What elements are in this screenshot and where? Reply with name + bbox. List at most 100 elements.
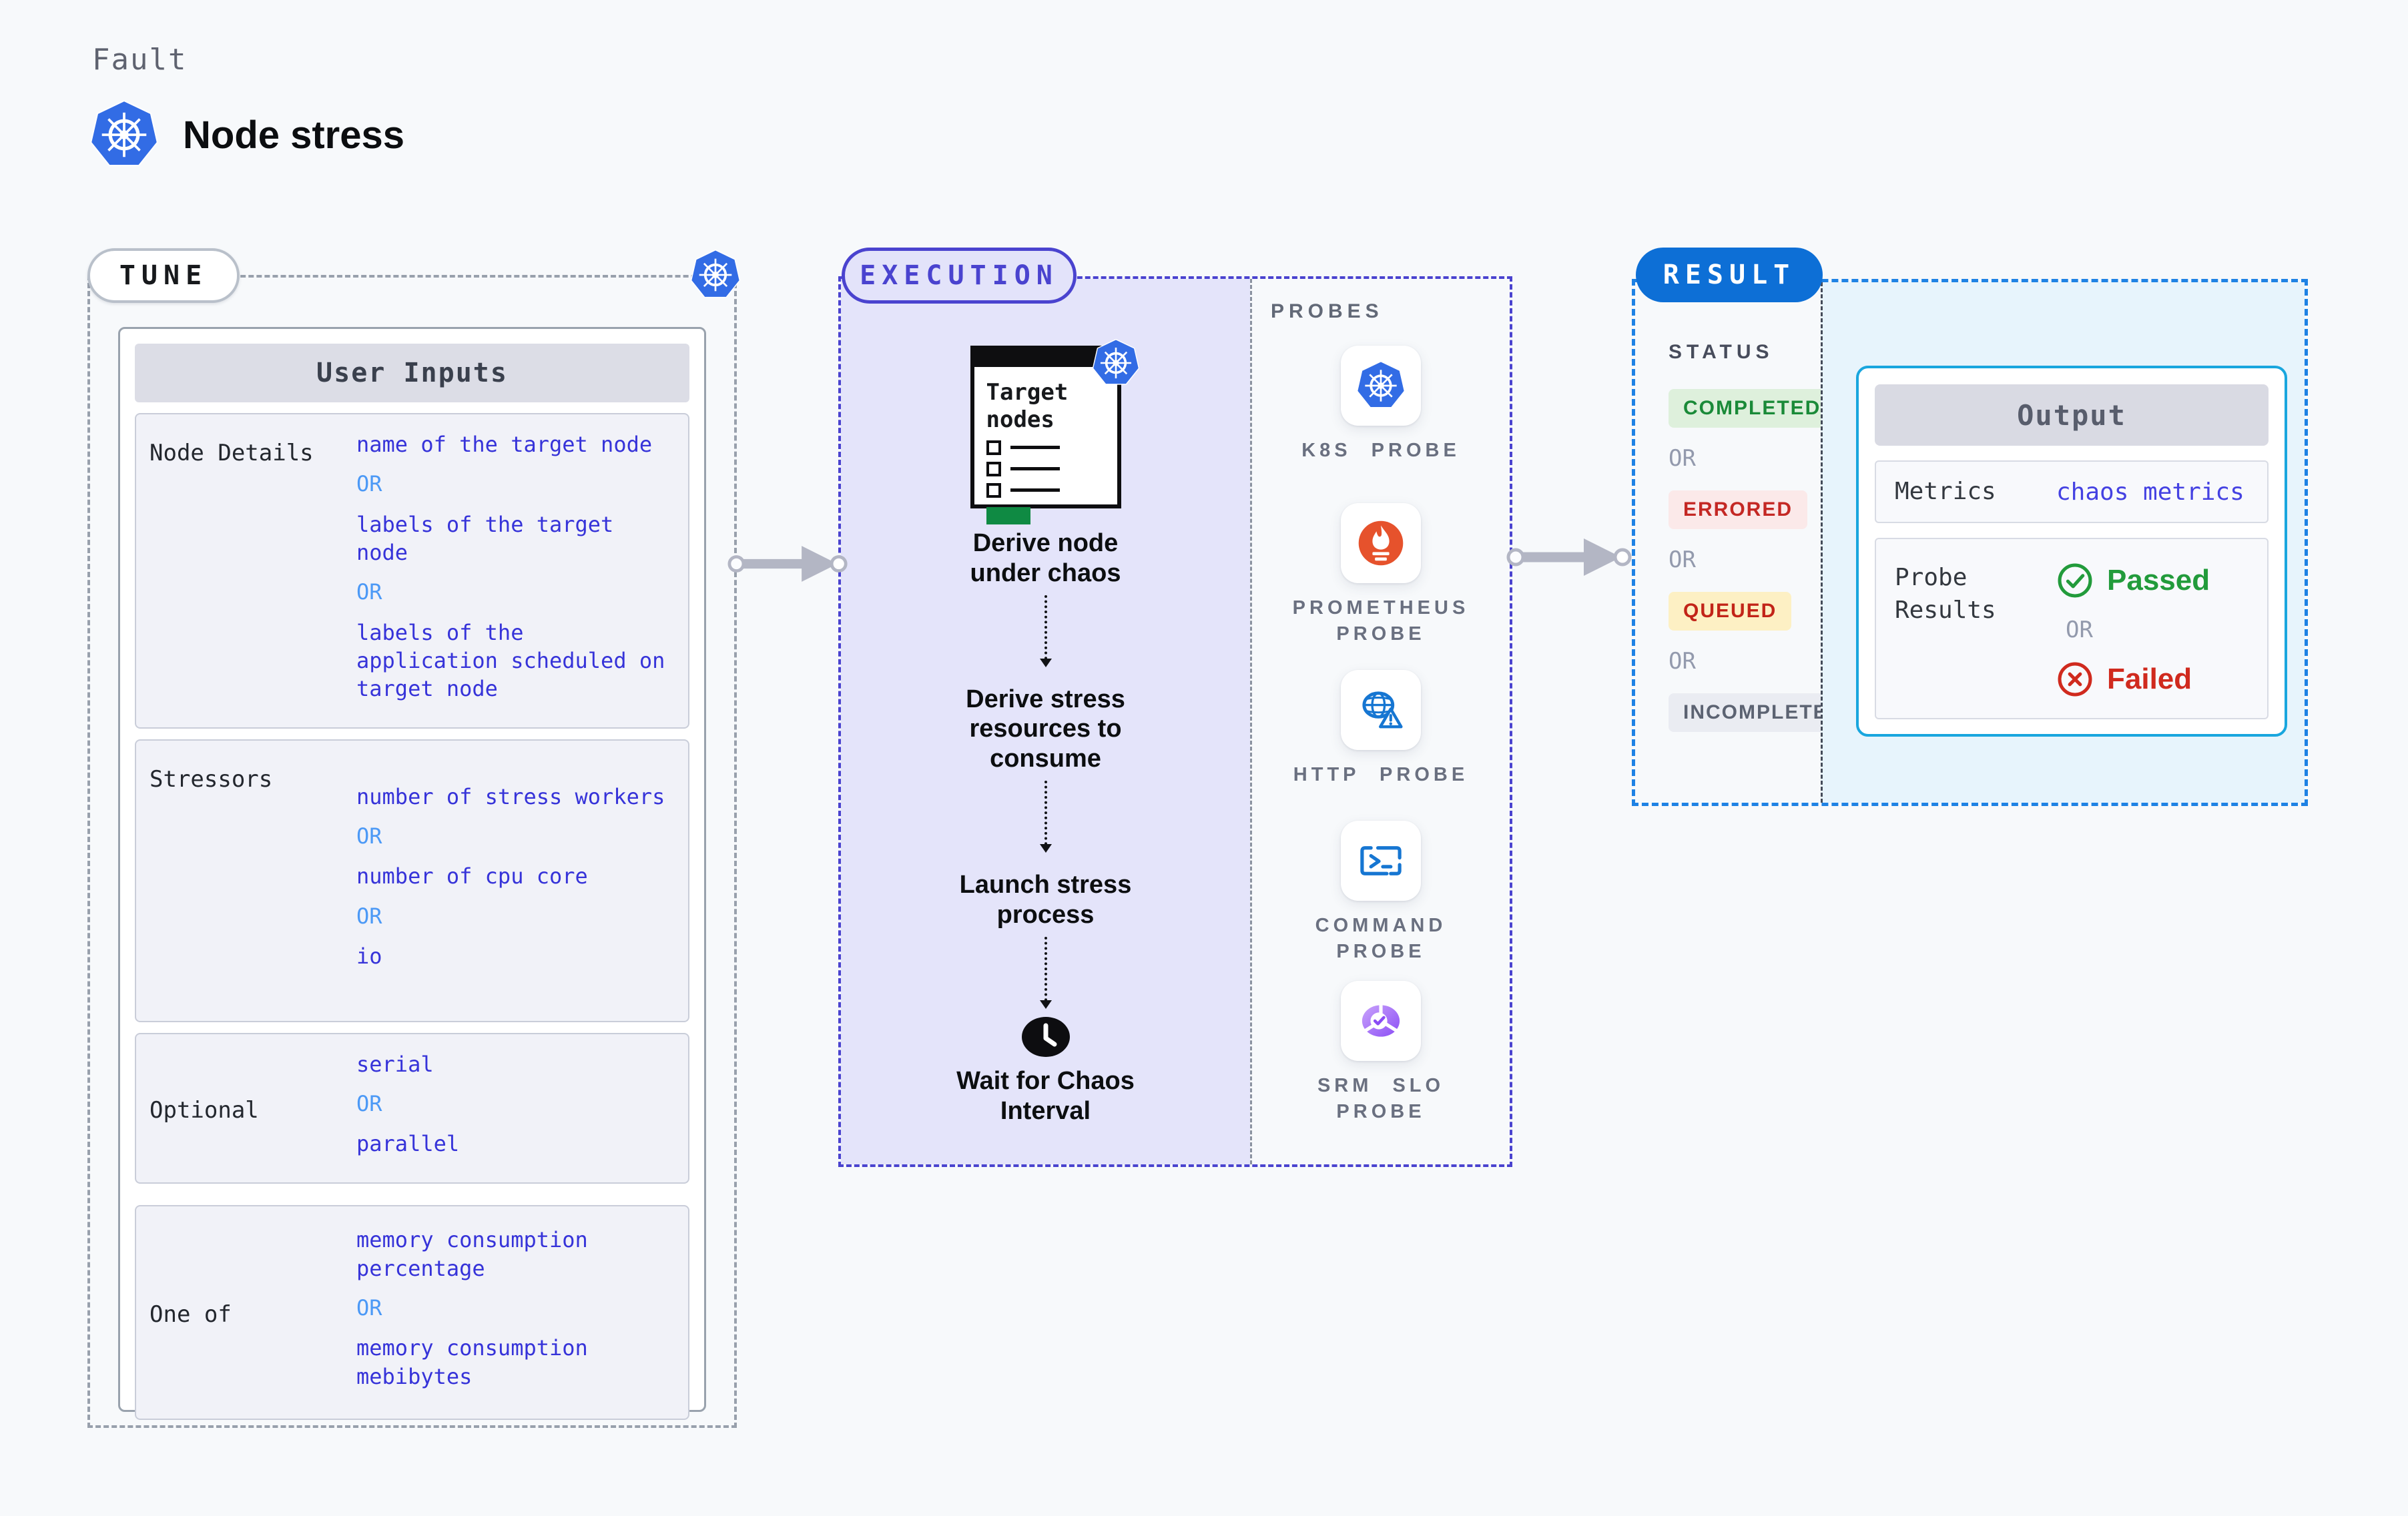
output-panel: Output Metrics chaos metrics Probe Resul… [1856, 366, 2287, 737]
output-header: Output [1875, 384, 2269, 446]
passed-label: Passed [2107, 564, 2210, 597]
prometheus-icon [1356, 518, 1406, 568]
probes-title: PROBES [1271, 300, 1384, 322]
or-separator: OR [1669, 546, 1696, 573]
row-label: One of [149, 1300, 232, 1328]
probe-failed: Failed [2056, 661, 2210, 698]
result-section: STATUS COMPLETED OR ERRORED OR QUEUED OR… [1632, 279, 2308, 806]
row-label: Node Details [149, 440, 314, 466]
row-label: Stressors [149, 765, 273, 793]
fault-eyebrow: Fault [92, 43, 188, 77]
checkbox-icon [986, 440, 1001, 455]
or-separator: OR [356, 579, 382, 605]
probe-label: SRM SLO PROBE [1317, 1075, 1445, 1123]
clock-icon [1020, 1016, 1071, 1058]
checkbox-icon [986, 461, 1001, 476]
input-option: labels of the application scheduled on t… [356, 619, 665, 702]
or-separator: OR [356, 1090, 382, 1116]
input-option: memory consumption mebibytes [356, 1335, 588, 1389]
input-option: number of cpu core [356, 863, 588, 889]
probes-to-result-arrow [1503, 534, 1636, 581]
execution-flow: Target nodes Derive node under chaos Der… [841, 279, 1250, 1164]
target-nodes-title: Target nodes [986, 379, 1069, 433]
status-badge-completed: COMPLETED [1669, 389, 1836, 428]
table-row-node-details: Node Details name of the target node OR … [135, 413, 689, 729]
or-separator: OR [2066, 617, 2093, 643]
result-section-pill: RESULT [1636, 248, 1823, 302]
row-values: number of stress workers OR number of cp… [356, 757, 675, 1009]
probe-label: HTTP PROBE [1293, 764, 1469, 785]
probe-item: PROMETHEUS PROBE [1252, 503, 1510, 647]
checklist-item [986, 440, 1117, 455]
metrics-row: Metrics chaos metrics [1875, 460, 2269, 523]
table-row-one-of: One of memory consumption percentage OR … [135, 1204, 689, 1420]
tune-section-pill: TUNE [87, 248, 240, 303]
input-option: name of the target node [356, 432, 653, 457]
flow-down-arrow [1039, 936, 1052, 1009]
x-circle-icon [2056, 661, 2094, 698]
probe-item: K8S PROBE [1252, 346, 1510, 464]
probe-passed: Passed [2056, 562, 2210, 599]
or-separator: OR [356, 823, 382, 849]
row-values: serial OR parallel [356, 1050, 675, 1170]
text-line [1010, 446, 1060, 450]
execution-section: Target nodes Derive node under chaos Der… [838, 276, 1512, 1167]
probe-results-values: Passed OR Failed [2056, 562, 2210, 698]
status-column: STATUS COMPLETED OR ERRORED OR QUEUED OR… [1635, 282, 1859, 803]
probe-label: COMMAND PROBE [1315, 915, 1447, 963]
input-option: parallel [356, 1131, 460, 1157]
input-option: serial [356, 1051, 434, 1077]
flow-step-label: Derive node under chaos [970, 529, 1121, 587]
input-option: memory consumption percentage [356, 1227, 588, 1281]
k8s-probe-card [1341, 346, 1421, 426]
check-circle-icon [2056, 562, 2094, 599]
failed-label: Failed [2107, 663, 2192, 695]
flow-step-label: Wait for Chaos Interval [956, 1066, 1135, 1125]
kubernetes-logo-icon [89, 100, 159, 169]
user-inputs-header: User Inputs [135, 344, 689, 402]
command-probe-card [1341, 821, 1421, 901]
probe-item: HTTP PROBE [1252, 670, 1510, 788]
checklist-item [986, 482, 1117, 498]
user-inputs-table: User Inputs Node Details name of the tar… [118, 327, 706, 1420]
or-separator: OR [1669, 648, 1696, 675]
page-title-row: Node stress [89, 100, 404, 169]
probe-label: K8S PROBE [1301, 440, 1460, 461]
row-label: Optional [149, 1096, 259, 1124]
input-option: io [356, 943, 382, 970]
prometheus-probe-card [1341, 503, 1421, 583]
probes-panel: PROBES K8S PROBE PROMETHEUS PROBE HTTP P… [1250, 279, 1510, 1164]
execution-section-pill: EXECUTION [842, 248, 1077, 304]
http-probe-card [1341, 670, 1421, 750]
srm-slo-probe-card [1341, 981, 1421, 1061]
kubernetes-badge-icon [690, 250, 741, 300]
probe-item: COMMAND PROBE [1252, 821, 1510, 965]
text-line [1010, 467, 1060, 471]
probe-label: PROMETHEUS PROBE [1292, 597, 1470, 645]
or-separator: OR [356, 903, 382, 929]
row-values: memory consumption percentage OR memory … [356, 1226, 675, 1403]
flow-down-arrow [1039, 781, 1052, 853]
or-separator: OR [1669, 445, 1696, 472]
confirm-bar [986, 506, 1030, 524]
tune-to-execution-arrow [727, 540, 849, 587]
probe-item: SRM SLO PROBE [1252, 981, 1510, 1125]
flow-down-arrow [1039, 595, 1052, 667]
checklist-item [986, 461, 1117, 476]
row-values: name of the target node OR labels of the… [356, 430, 675, 715]
input-option: number of stress workers [356, 783, 665, 809]
metrics-label: Metrics [1895, 477, 1996, 505]
text-line [1010, 488, 1060, 492]
http-globe-warning-icon [1356, 685, 1406, 735]
flow-step-label: Derive stress resources to consume [966, 685, 1125, 773]
probe-results-row: Probe Results Passed OR Failed [1875, 538, 2269, 719]
command-terminal-icon [1356, 836, 1406, 885]
kubernetes-badge-icon [1092, 339, 1140, 387]
status-badge-errored: ERRORED [1669, 490, 1808, 529]
srm-slo-icon [1356, 996, 1406, 1046]
target-nodes-card: Target nodes [970, 346, 1121, 524]
or-separator: OR [356, 471, 382, 497]
status-badge-queued: QUEUED [1669, 592, 1792, 631]
probe-results-label: Probe Results [1895, 564, 1996, 624]
output-area: Output Metrics chaos metrics Probe Resul… [1821, 282, 2305, 803]
